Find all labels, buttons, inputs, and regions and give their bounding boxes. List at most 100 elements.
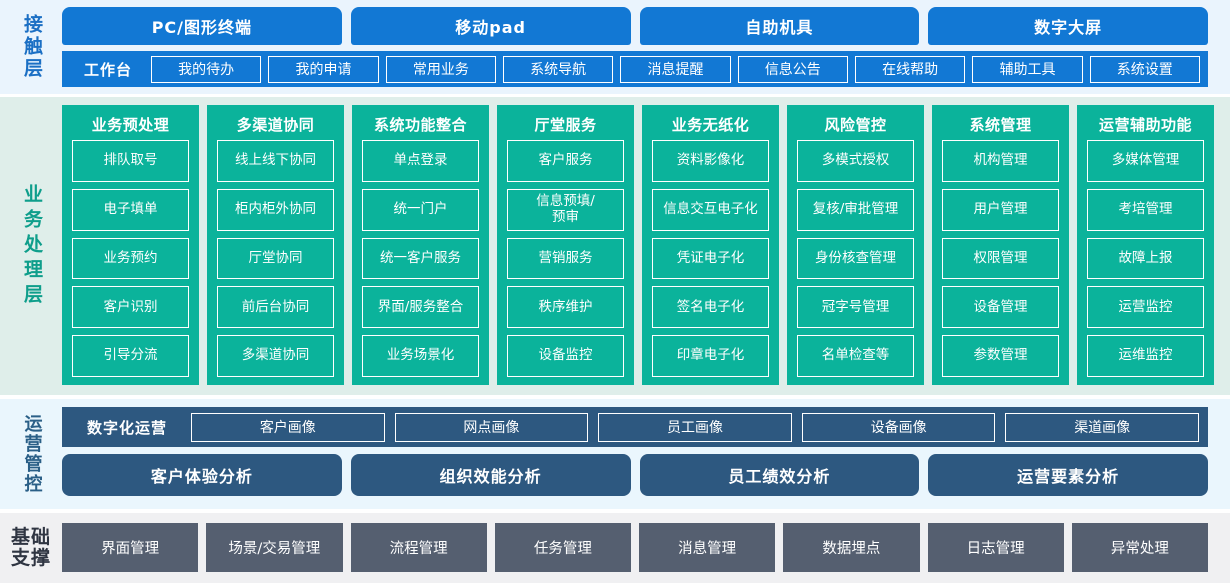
- analysis-employee-performance[interactable]: 员工绩效分析: [639, 454, 920, 496]
- foundation-layer-band: 基础支撑 界面管理 场景/交易管理 流程管理 任务管理 消息管理 数据埋点 日志…: [0, 513, 1230, 583]
- business-item[interactable]: 排队取号: [72, 140, 189, 182]
- business-item[interactable]: 机构管理: [942, 140, 1059, 182]
- business-item-list: 机构管理 用户管理 权限管理 设备管理 参数管理: [942, 138, 1059, 377]
- workbench-row: 工作台 我的待办 我的申请 常用业务 系统导航 消息提醒 信息公告 在线帮助 辅…: [62, 51, 1208, 87]
- business-item[interactable]: 统一门户: [362, 188, 479, 231]
- business-item[interactable]: 多媒体管理: [1087, 140, 1204, 182]
- business-item[interactable]: 前后台协同: [217, 286, 334, 329]
- analysis-operation-elements[interactable]: 运营要素分析: [928, 454, 1208, 496]
- business-column-multichannel-collaboration: 多渠道协同 线上线下协同 柜内柜外协同 厅堂协同 前后台协同 多渠道协同: [207, 105, 344, 385]
- business-item[interactable]: 印章电子化: [652, 335, 769, 377]
- business-item[interactable]: 复核/审批管理: [797, 188, 914, 231]
- analysis-customer-experience[interactable]: 客户体验分析: [62, 454, 342, 496]
- operations-layer-body: 数字化运营 客户画像 网点画像 员工画像 设备画像 渠道画像 客户体验分析 组织…: [62, 399, 1230, 509]
- business-item[interactable]: 电子填单: [72, 188, 189, 231]
- business-item[interactable]: 运营监控: [1087, 286, 1204, 329]
- business-item[interactable]: 信息交互电子化: [652, 188, 769, 231]
- foundation-item-process-management[interactable]: 流程管理: [350, 523, 487, 572]
- business-item[interactable]: 引导分流: [72, 335, 189, 377]
- foundation-item-data-tracking[interactable]: 数据埋点: [783, 523, 920, 572]
- business-item[interactable]: 冠字号管理: [797, 286, 914, 329]
- business-item[interactable]: 设备监控: [507, 335, 624, 377]
- analysis-organization-efficiency[interactable]: 组织效能分析: [350, 454, 631, 496]
- business-layer-band: 业务处理层 业务预处理 排队取号 电子填单 业务预约 客户识别 引导分流 多渠道…: [0, 97, 1230, 395]
- business-item-list: 多模式授权 复核/审批管理 身份核查管理 冠字号管理 名单检查等: [797, 138, 914, 377]
- business-item[interactable]: 多模式授权: [797, 140, 914, 182]
- foundation-item-scenario-transaction-management[interactable]: 场景/交易管理: [206, 523, 343, 572]
- business-item-list: 客户服务 信息预填/ 预审 营销服务 秩序维护 设备监控: [507, 138, 624, 377]
- workbench-item-my-application[interactable]: 我的申请: [268, 55, 379, 83]
- business-item[interactable]: 故障上报: [1087, 237, 1204, 280]
- business-column-title: 业务预处理: [91, 116, 170, 134]
- portrait-device[interactable]: 设备画像: [801, 412, 996, 442]
- foundation-item-exception-handling[interactable]: 异常处理: [1071, 523, 1208, 572]
- business-item[interactable]: 统一客户服务: [362, 237, 479, 280]
- business-item[interactable]: 参数管理: [942, 335, 1059, 377]
- business-item[interactable]: 多渠道协同: [217, 335, 334, 377]
- business-column-lobby-service: 厅堂服务 客户服务 信息预填/ 预审 营销服务 秩序维护 设备监控: [497, 105, 634, 385]
- workbench-item-my-todo[interactable]: 我的待办: [151, 55, 262, 83]
- business-item[interactable]: 用户管理: [942, 188, 1059, 231]
- business-item-list: 单点登录 统一门户 统一客户服务 界面/服务整合 业务场景化: [362, 138, 479, 377]
- business-item[interactable]: 设备管理: [942, 286, 1059, 329]
- business-column-title: 多渠道协同: [236, 116, 315, 134]
- foundation-layer-label: 基础支撑: [0, 513, 62, 583]
- digital-operations-title: 数字化运营: [87, 418, 168, 437]
- workbench-item-auxiliary-tools[interactable]: 辅助工具: [972, 55, 1083, 83]
- foundation-item-ui-management[interactable]: 界面管理: [62, 523, 199, 572]
- business-item[interactable]: 资料影像化: [652, 140, 769, 182]
- workbench-item-message-reminder[interactable]: 消息提醒: [620, 55, 731, 83]
- channel-card-row: PC/图形终端 移动pad 自助机具 数字大屏: [62, 7, 1208, 45]
- channel-card-self-service[interactable]: 自助机具: [639, 7, 920, 45]
- business-item[interactable]: 信息预填/ 预审: [507, 188, 624, 231]
- foundation-item-message-management[interactable]: 消息管理: [639, 523, 776, 572]
- business-item[interactable]: 柜内柜外协同: [217, 188, 334, 231]
- portrait-customer[interactable]: 客户画像: [191, 412, 385, 442]
- business-item[interactable]: 业务场景化: [362, 335, 479, 377]
- business-column-title: 风险管控: [824, 116, 887, 134]
- digital-operations-row: 数字化运营 客户画像 网点画像 员工画像 设备画像 渠道画像: [62, 407, 1208, 447]
- workbench-item-system-navigation[interactable]: 系统导航: [503, 55, 614, 83]
- channel-card-pc[interactable]: PC/图形终端: [62, 7, 342, 45]
- business-item-list: 排队取号 电子填单 业务预约 客户识别 引导分流: [72, 138, 189, 377]
- business-item[interactable]: 名单检查等: [797, 335, 914, 377]
- business-item[interactable]: 运维监控: [1087, 335, 1204, 377]
- business-item[interactable]: 线上线下协同: [217, 140, 334, 182]
- business-column-title: 系统管理: [969, 116, 1032, 134]
- channel-card-digital-screen[interactable]: 数字大屏: [928, 7, 1208, 45]
- foundation-layer-label-text: 基础支撑: [11, 527, 51, 569]
- business-item[interactable]: 界面/服务整合: [362, 286, 479, 329]
- business-layer-body: 业务预处理 排队取号 电子填单 业务预约 客户识别 引导分流 多渠道协同 线上线…: [62, 97, 1230, 395]
- foundation-label-line2: 支撑: [10, 547, 51, 569]
- channel-card-mobile-pad[interactable]: 移动pad: [350, 7, 631, 45]
- business-item[interactable]: 权限管理: [942, 237, 1059, 280]
- workbench-item-online-help[interactable]: 在线帮助: [854, 55, 966, 83]
- business-item[interactable]: 秩序维护: [507, 286, 624, 329]
- portrait-branch[interactable]: 网点画像: [394, 412, 589, 442]
- business-item[interactable]: 营销服务: [507, 237, 624, 280]
- business-item[interactable]: 身份核查管理: [797, 237, 914, 280]
- business-item[interactable]: 单点登录: [362, 140, 479, 182]
- business-item[interactable]: 签名电子化: [652, 286, 769, 329]
- business-column-title: 厅堂服务: [534, 116, 597, 134]
- foundation-item-task-management[interactable]: 任务管理: [494, 523, 631, 572]
- workbench-item-common-business[interactable]: 常用业务: [385, 55, 496, 83]
- portrait-channel[interactable]: 渠道画像: [1005, 412, 1199, 442]
- foundation-label-line1: 基础: [10, 526, 51, 549]
- business-item[interactable]: 客户服务: [507, 140, 624, 182]
- business-item[interactable]: 凭证电子化: [652, 237, 769, 280]
- workbench-item-system-settings[interactable]: 系统设置: [1089, 55, 1200, 83]
- business-item[interactable]: 业务预约: [72, 237, 189, 280]
- business-item[interactable]: 客户识别: [72, 286, 189, 329]
- portrait-employee[interactable]: 员工画像: [598, 412, 792, 442]
- foundation-item-log-management[interactable]: 日志管理: [927, 523, 1064, 572]
- operations-layer-label-text: 运营管控: [21, 414, 43, 494]
- business-column-paperless: 业务无纸化 资料影像化 信息交互电子化 凭证电子化 签名电子化 印章电子化: [642, 105, 779, 385]
- business-item[interactable]: 厅堂协同: [217, 237, 334, 280]
- business-item-list: 线上线下协同 柜内柜外协同 厅堂协同 前后台协同 多渠道协同: [217, 138, 334, 377]
- business-layer-label: 业务处理层: [0, 97, 62, 395]
- foundation-layer-body: 界面管理 场景/交易管理 流程管理 任务管理 消息管理 数据埋点 日志管理 异常…: [62, 513, 1230, 583]
- workbench-item-information-notice[interactable]: 信息公告: [737, 55, 848, 83]
- business-item[interactable]: 考培管理: [1087, 188, 1204, 231]
- business-column-risk-control: 风险管控 多模式授权 复核/审批管理 身份核查管理 冠字号管理 名单检查等: [787, 105, 924, 385]
